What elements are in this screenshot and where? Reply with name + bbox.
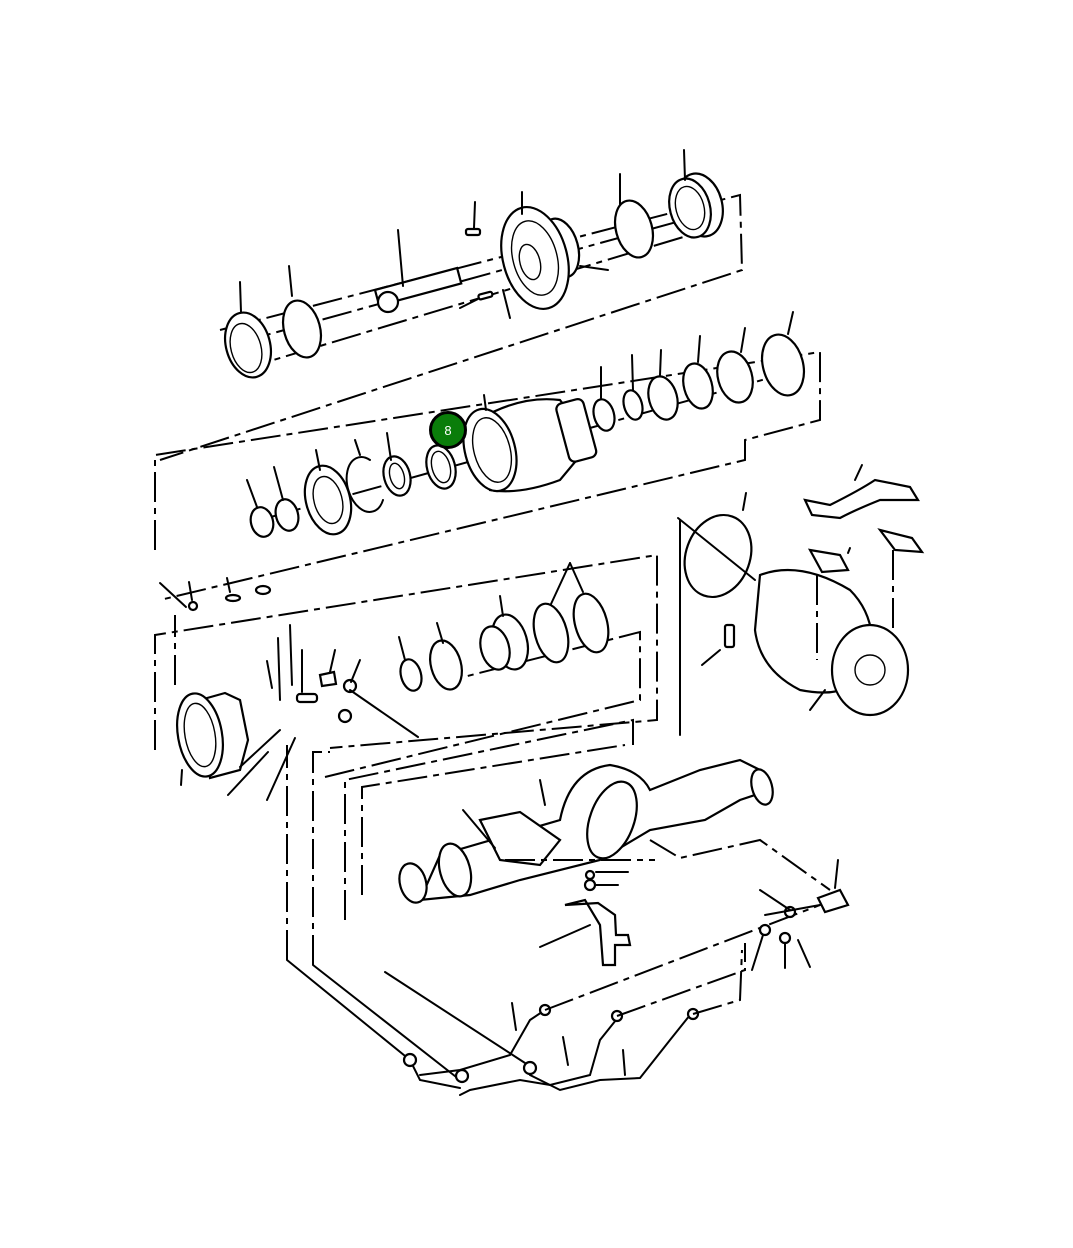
hub-cap-part — [223, 281, 273, 379]
axle-housing-part — [398, 758, 774, 904]
callout-label: 8 — [444, 422, 452, 438]
tapered-bearing-part — [622, 354, 644, 421]
piston-seal-part — [429, 622, 463, 691]
brake-o-ring-part — [398, 636, 423, 692]
brake-rings-part — [532, 562, 610, 664]
bracket-plate-2-part — [877, 528, 925, 554]
brake-group — [154, 553, 658, 801]
brake-line-group — [286, 859, 850, 1096]
drain-plug-parts — [583, 869, 629, 892]
bracket-plate-part — [807, 547, 851, 574]
line-fittings-part — [751, 889, 821, 971]
bearing-cone-part — [592, 366, 616, 432]
ring-gear-part — [668, 149, 724, 239]
thrust-washer-part — [246, 479, 275, 538]
snap-ring-part — [345, 439, 384, 513]
bearing-cup-part — [425, 444, 457, 490]
o-ring-part — [281, 265, 323, 359]
gasket-part — [677, 492, 756, 599]
planetary-hub-part — [500, 191, 609, 311]
carrier-flange-part — [303, 449, 353, 536]
side-gear-part — [273, 466, 300, 532]
dowel-pin-part — [701, 623, 736, 666]
part-callout-8[interactable]: 8 — [429, 411, 467, 449]
bolt-part — [464, 201, 482, 237]
brake-valve-part — [816, 859, 850, 914]
brake-piston-part — [479, 595, 530, 671]
seal-ring-part — [613, 173, 655, 259]
large-o-ring-part — [760, 311, 806, 397]
seal-part — [682, 335, 714, 410]
axle-housing-group — [286, 718, 831, 967]
brake-housing-part — [176, 691, 250, 786]
differential-case-part — [462, 394, 598, 493]
carrier-housing-group — [677, 464, 925, 736]
mounting-bracket-part — [803, 464, 920, 520]
top-hub-group — [159, 149, 744, 461]
pin-part — [459, 289, 511, 319]
fitting-parts — [159, 577, 272, 612]
support-bracket-part — [539, 898, 632, 967]
bleeder-parts — [227, 624, 419, 801]
shim-ring-part — [716, 327, 754, 404]
bearing-part — [382, 432, 412, 497]
drive-shaft-part — [373, 229, 463, 314]
bearing-race-part — [647, 349, 679, 421]
carrier-housing-part — [753, 568, 910, 717]
differential-group — [154, 311, 821, 601]
